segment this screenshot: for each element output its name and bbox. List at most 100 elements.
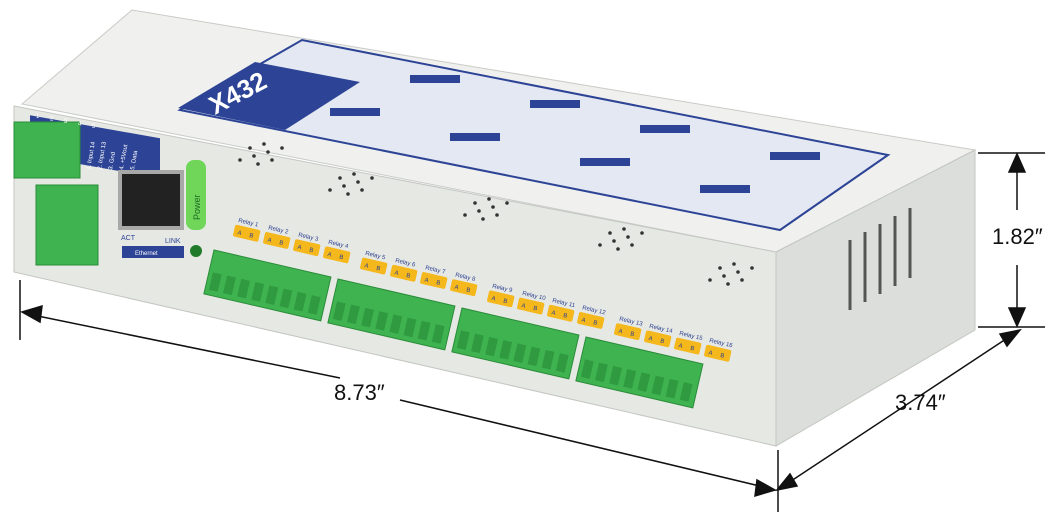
- relay-terminal-block[interactable]: [203, 249, 332, 322]
- terminal-slot: [580, 359, 594, 379]
- relay-terminal-tag: [704, 344, 732, 362]
- terminal-slot: [541, 349, 555, 370]
- dimension-height: 1.82″: [978, 152, 1045, 328]
- terminal-slot: [527, 346, 541, 367]
- terminal-a-label: A: [424, 277, 429, 284]
- terminal-b-label: B: [465, 287, 470, 294]
- terminal-a-label: A: [708, 350, 713, 357]
- act-label: ACT: [121, 235, 136, 242]
- vent-hole: [356, 180, 360, 184]
- relay-label: Relay 16: [709, 338, 734, 349]
- input-label: 5. Data: [130, 150, 139, 171]
- logo-panel: [178, 62, 360, 130]
- relay-terminal-block[interactable]: [575, 336, 704, 409]
- terminal-b-label: B: [629, 331, 634, 338]
- relay-terminal-tag: [420, 272, 448, 289]
- relay-label: Relay 4: [328, 240, 350, 251]
- relay-terminal-tag: [614, 323, 642, 341]
- terminal-b-label: B: [689, 346, 694, 353]
- terminal-slot: [208, 272, 222, 292]
- vent-hole: [266, 150, 270, 154]
- relay-label: Relay 7: [425, 265, 447, 276]
- depth-dimension-label: 3.74″: [895, 390, 946, 415]
- height-dimension-label: 1.82″: [992, 224, 1043, 249]
- dimension-width: 8.73″: [19, 280, 777, 498]
- relay-terminal-tag: [577, 312, 605, 329]
- terminal-slot: [265, 285, 279, 305]
- ethernet-label-bg: [122, 246, 184, 258]
- relay-terminal-tag: [233, 224, 261, 242]
- relay-label: Relay 2: [268, 225, 290, 236]
- relay-label: Relay 8: [455, 273, 477, 284]
- terminal-slot: [251, 282, 265, 302]
- terminal-slot: [403, 317, 417, 338]
- vent-hole: [598, 243, 602, 247]
- vent-hole: [630, 243, 634, 247]
- vent-hole: [726, 282, 730, 286]
- vent-hole: [622, 227, 626, 231]
- input-pin-number: 1: [36, 114, 40, 120]
- terminal-slot: [609, 365, 622, 386]
- vent-hole: [732, 262, 736, 266]
- terminal-b-label: B: [278, 240, 283, 247]
- terminal-slot: [307, 295, 321, 315]
- terminal-a-label: A: [364, 263, 369, 270]
- vent-hole: [750, 266, 754, 270]
- input-label: 1. Input 14: [86, 141, 97, 171]
- terminal-slot: [361, 307, 374, 328]
- terminal-slot: [637, 372, 651, 392]
- terminal-slot: [347, 304, 360, 325]
- vent-hole: [740, 278, 744, 282]
- terminal-slot: [665, 378, 679, 399]
- terminal-a-label: A: [394, 270, 399, 277]
- power-label: Power: [192, 194, 202, 220]
- terminal-slot: [332, 301, 346, 321]
- input-pin-number: 3: [64, 119, 68, 125]
- relay-terminal-block[interactable]: [327, 278, 456, 351]
- width-dimension-label: 8.73″: [334, 380, 385, 405]
- relay-terminal-tag: [450, 279, 478, 297]
- terminal-slot: [679, 382, 693, 402]
- top-indicators: [330, 75, 820, 193]
- ethernet-port[interactable]: [118, 170, 184, 230]
- vent-hole: [708, 278, 712, 282]
- input-label: 4. +5Vout: [119, 144, 129, 171]
- vent-hole: [718, 266, 722, 270]
- vent-hole: [626, 235, 630, 239]
- device-side-face: [775, 149, 976, 447]
- relay-terminal-tag: [517, 297, 545, 315]
- relay-terminal-block[interactable]: [451, 307, 580, 380]
- input-pin-number: 4: [78, 122, 82, 128]
- relay-terminal-tag: [674, 337, 702, 355]
- terminal-slot: [389, 314, 403, 334]
- vent-hole: [495, 213, 499, 217]
- vent-hole: [477, 209, 481, 213]
- vent-hole: [505, 201, 509, 205]
- terminal-slot: [595, 362, 608, 383]
- terminal-slot: [279, 288, 293, 309]
- terminal-a-label: A: [521, 303, 526, 310]
- vent-hole: [360, 188, 364, 192]
- input-label: 3. Gnd: [108, 152, 117, 171]
- vent-hole: [491, 205, 495, 209]
- vent-hole: [342, 184, 346, 188]
- relay-label: Relay 5: [365, 251, 387, 262]
- relay-label: Relay 11: [552, 298, 577, 309]
- input-pin-number: 2: [50, 117, 54, 123]
- input-pin-number: 5: [92, 124, 96, 130]
- vent-hole: [463, 213, 467, 217]
- input-label: 2. Input 13: [97, 141, 108, 171]
